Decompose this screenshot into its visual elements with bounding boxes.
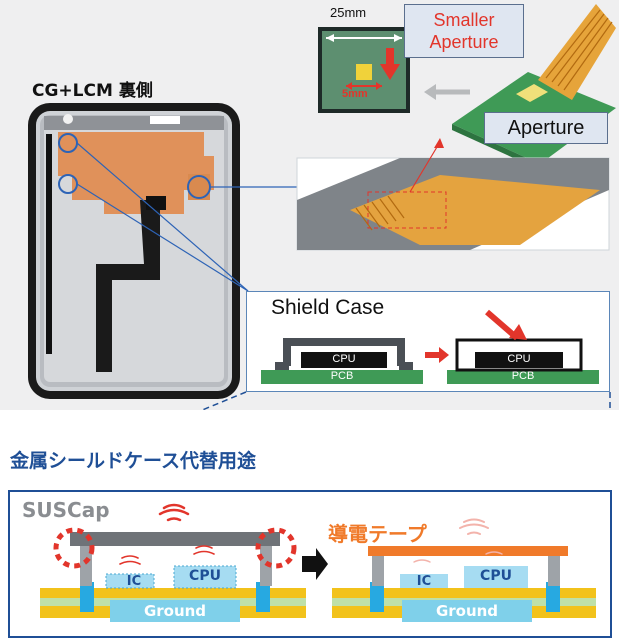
ground-label-right: Ground (435, 602, 499, 620)
smaller-aperture-callout: Smaller Aperture (404, 4, 524, 58)
ic-label-left: IC (126, 574, 142, 589)
cpu-label-left: CPU (189, 568, 221, 584)
suscap-label: SUSCap (22, 498, 110, 522)
aperture-board-image (318, 27, 410, 113)
shield-pcb-left: PCB (330, 370, 354, 382)
dimension-5mm: 5mm (342, 88, 368, 100)
smaller-aperture-line1: Smaller (433, 10, 495, 30)
shield-cpu-left: CPU (332, 353, 356, 365)
dimension-25mm: 25mm (330, 5, 367, 20)
phone-back-image (28, 103, 240, 399)
shield-pcb-right: PCB (511, 370, 535, 382)
shield-case-panel: Shield Case CPU PCB CPU PCB (246, 291, 610, 392)
aperture-label: Aperture (484, 112, 608, 144)
ground-label-left: Ground (143, 602, 207, 620)
comparison-diagram (40, 503, 596, 622)
phone-title: CG+LCM 裏側 (32, 81, 153, 101)
shield-case-diagram (261, 309, 599, 384)
shield-cpu-right: CPU (507, 353, 531, 365)
cpu-label-right: CPU (480, 568, 512, 584)
section-title: 金属シールドケース代替用途 (10, 450, 257, 472)
ic-label-right: IC (416, 574, 432, 589)
comparison-panel: SUSCap 導電テープ (8, 490, 612, 638)
flex-closeup-image (296, 138, 610, 251)
smaller-aperture-line2: Aperture (429, 32, 499, 52)
shield-case-title: Shield Case (271, 296, 385, 319)
phone-and-aperture-diagram (28, 4, 616, 410)
tape-label: 導電テープ (328, 522, 427, 546)
